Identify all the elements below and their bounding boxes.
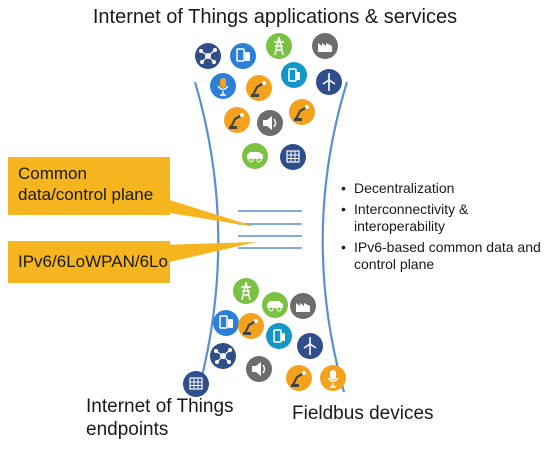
network-icon <box>195 43 221 69</box>
solar-panel-icon <box>183 371 209 397</box>
fieldbus-label: Fieldbus devices <box>292 403 434 424</box>
solar-panel-icon <box>280 144 306 170</box>
car-icon <box>262 292 288 318</box>
callout-arrow-1 <box>160 197 256 227</box>
wind-turbine-icon <box>297 333 323 359</box>
microphone-icon <box>320 365 346 391</box>
factory-icon <box>290 293 316 319</box>
speaker-icon <box>246 356 272 382</box>
mobile-device-icon <box>266 323 292 349</box>
robot-arm-icon <box>286 365 312 391</box>
callout-ipv6-6lowpan: IPv6/6LoWPAN/6Lo <box>8 241 170 283</box>
power-tower-icon <box>233 278 259 304</box>
funnel-right-curve <box>321 81 349 393</box>
robot-arm-icon <box>246 75 272 101</box>
robot-arm-icon <box>224 107 250 133</box>
robot-arm-icon <box>289 99 315 125</box>
diagram-title: Internet of Things applications & servic… <box>92 6 458 28</box>
feature-list: Decentralization Interconnectivity & int… <box>339 180 544 277</box>
mobile-device-icon <box>281 62 307 88</box>
feature-item: IPv6-based common data and control plane <box>339 239 544 273</box>
network-icon <box>210 343 236 369</box>
factory-icon <box>312 33 338 59</box>
endpoints-label: Internet of Things endpoints <box>86 396 234 440</box>
speaker-icon <box>257 110 283 136</box>
robot-arm-icon <box>238 313 264 339</box>
wind-turbine-icon <box>316 69 342 95</box>
car-icon <box>242 143 268 169</box>
microphone-icon <box>210 73 236 99</box>
feature-item: Interconnectivity & interoperability <box>339 201 544 235</box>
power-tower-icon <box>266 33 292 59</box>
callout-arrow-2 <box>160 242 256 262</box>
mobile-device-icon <box>230 43 256 69</box>
callout-data-control-plane: Common data/control plane <box>8 157 170 215</box>
mobile-device-icon <box>213 310 239 336</box>
funnel-left-curve <box>193 81 220 393</box>
feature-item: Decentralization <box>339 180 544 197</box>
